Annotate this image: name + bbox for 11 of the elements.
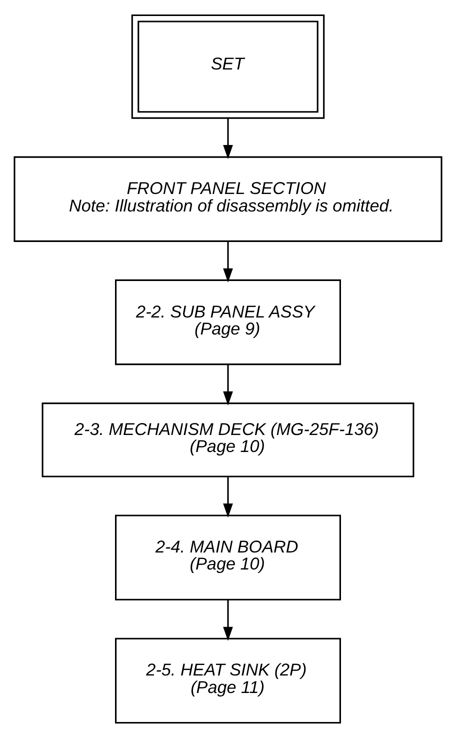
arrow <box>223 241 233 282</box>
arrow <box>223 364 233 406</box>
node-box: FRONT PANEL SECTION Note: Illustration of disassembly is omitted. <box>14 156 442 242</box>
node-box: 2-5. HEAT SINK (2P) (Page 11) <box>115 638 341 724</box>
arrow <box>223 477 233 518</box>
node-box: SET <box>131 14 325 119</box>
node-box: 2-2. SUB PANEL ASSY (Page 9) <box>115 279 341 366</box>
node-box: 2-4. MAIN BOARD (Page 10) <box>115 514 341 600</box>
arrow <box>223 600 233 641</box>
node-box: 2-3. MECHANISM DECK (MG-25F-136) (Page 10) <box>42 402 414 478</box>
arrow <box>223 118 233 160</box>
